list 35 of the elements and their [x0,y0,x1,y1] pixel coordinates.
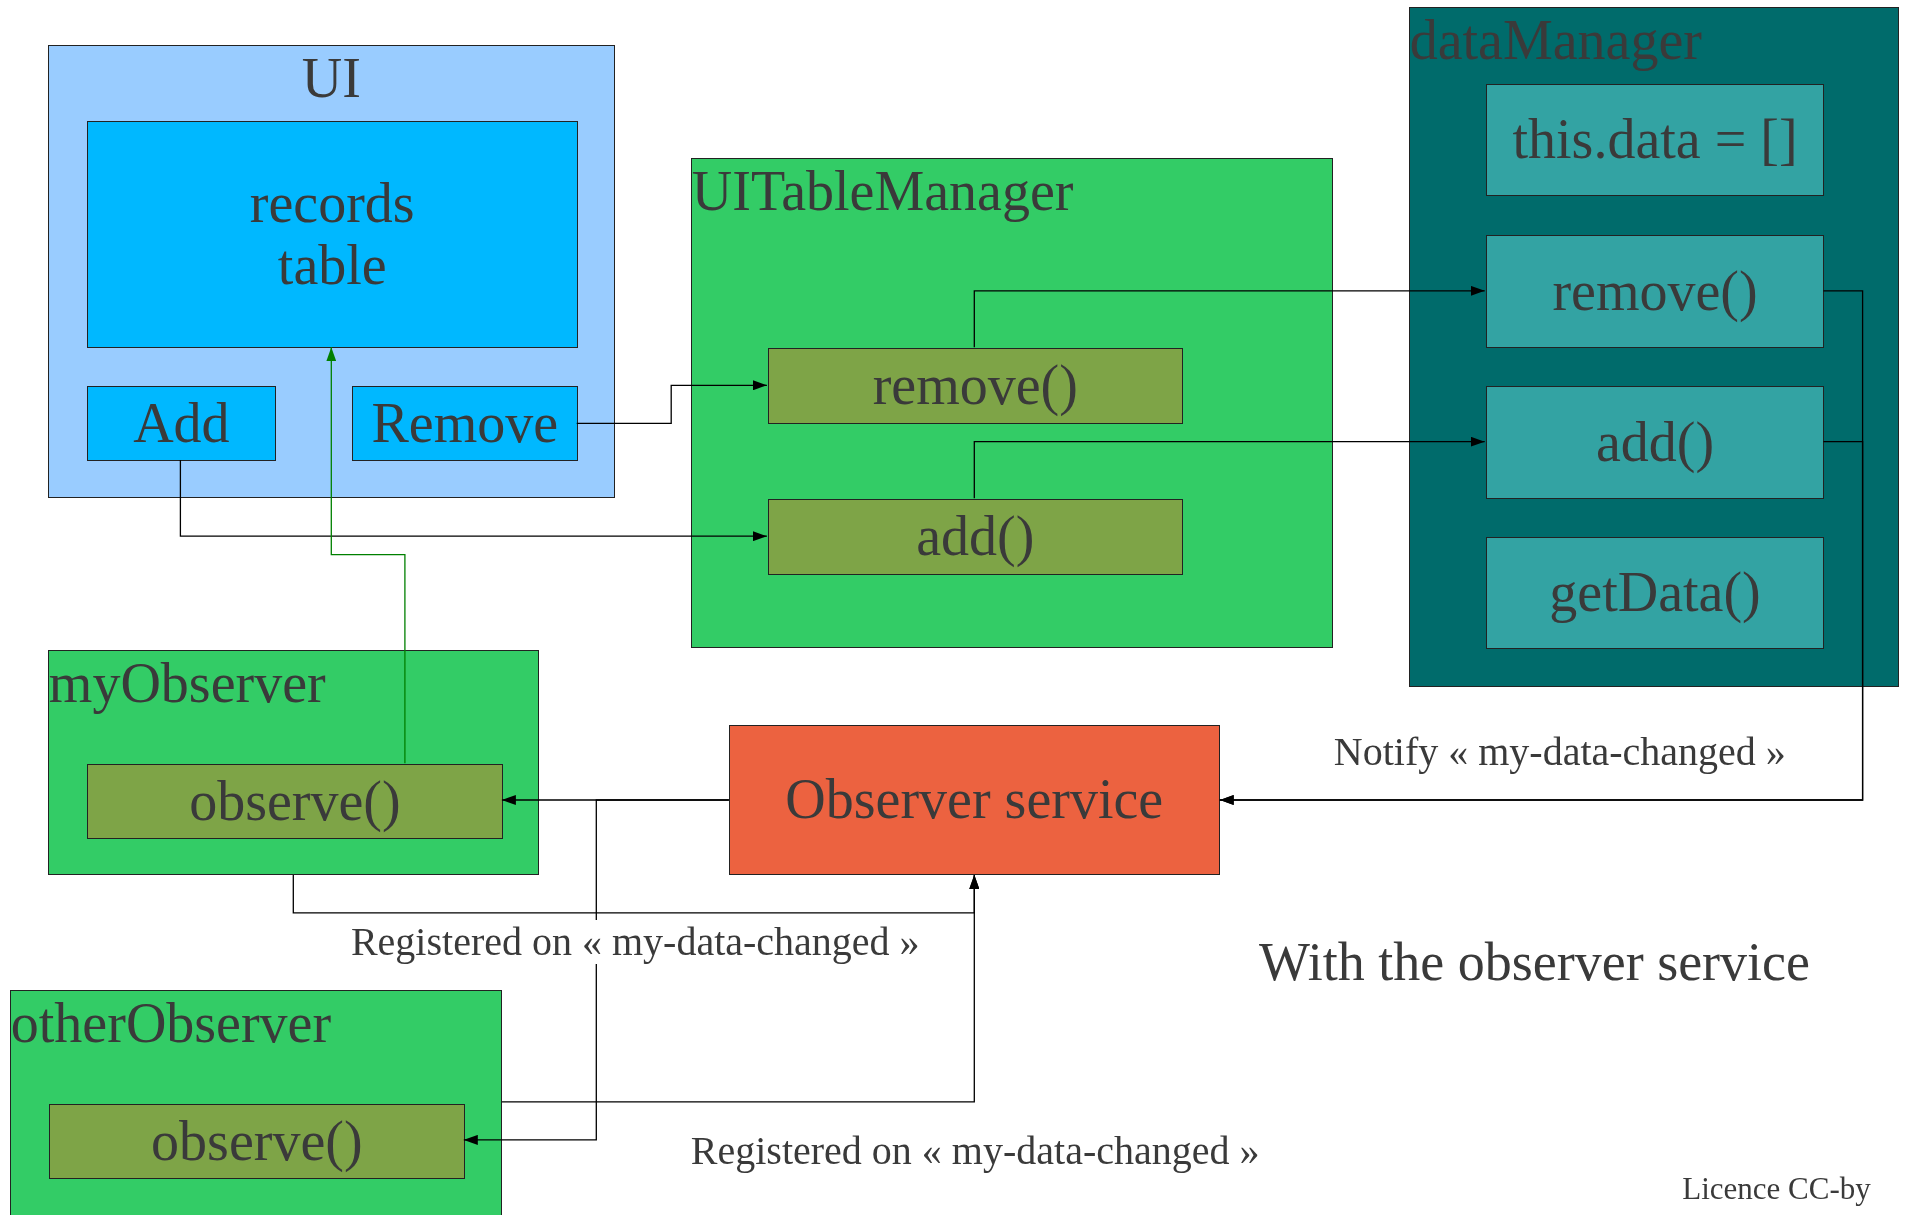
arrow [973,285,1486,348]
edge-label: Registered on « my-data-changed » [690,1128,1260,1173]
arrow [179,459,768,542]
panel-title: otherObserver [10,993,333,1055]
method-box: remove() [1485,235,1825,349]
method-box: add() [767,499,1183,576]
arrow [1219,441,1864,805]
method-box: observe() [48,1104,465,1179]
component-panel [1408,7,1900,688]
arrow [973,436,1486,499]
method-box: observe() [86,764,503,840]
panel-title: dataManager [1409,10,1703,72]
method-box: this.data = [] [1485,84,1825,197]
licence-note: Licence CC-by [1682,1171,1871,1206]
method-box: add() [1485,386,1825,500]
diagram-note: With the observer service [1258,932,1811,992]
ui-button: Remove [351,386,578,462]
component-panel [47,45,615,499]
component-panel [690,158,1333,648]
arrow [501,874,980,1103]
table-area: records table [86,121,578,349]
edge-label: Notify « my-data-changed » [1333,730,1786,775]
panel-title: myObserver [48,653,327,715]
component-panel [9,990,502,1215]
ui-button: Add [86,386,276,462]
panel-title: UI [300,48,362,110]
arrow [463,799,730,1145]
arrow [326,346,406,764]
arrow [576,380,768,424]
service-box: Observer service [728,725,1220,875]
edge-label: Registered on « my-data-changed » [350,920,920,965]
panel-title: UITableManager [691,161,1075,223]
method-box: getData() [1485,537,1825,649]
component-panel [47,650,539,875]
method-box: remove() [767,348,1183,425]
